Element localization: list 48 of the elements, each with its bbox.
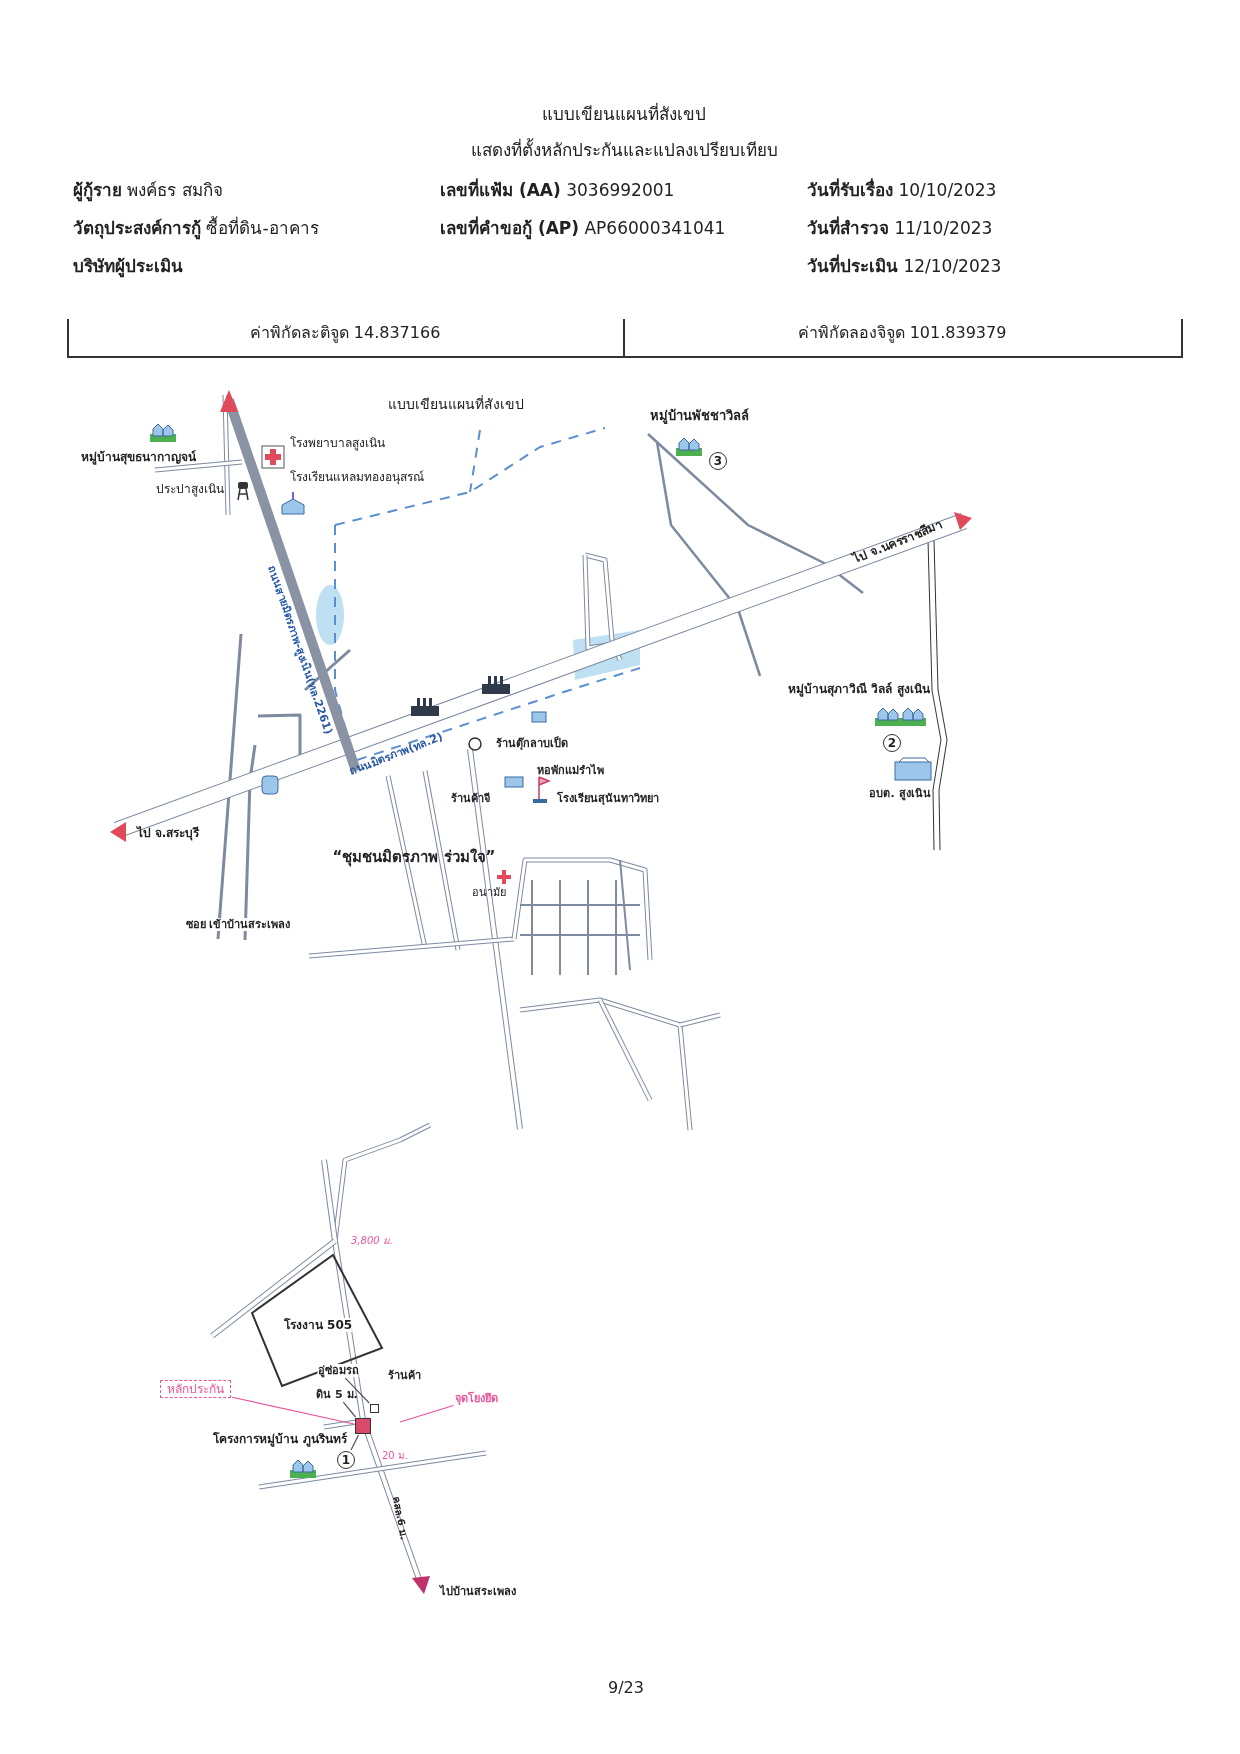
map-label: อู่ซ่อมรถ [317, 1364, 359, 1378]
field-text: เลขที่แฟ้ม (AA) 3036992001 [440, 180, 675, 201]
collateral-plot [355, 1418, 371, 1434]
callout-number: 1 [337, 1451, 355, 1469]
map-label: อนามัย [472, 886, 506, 900]
page-number: 9/23 [608, 1678, 644, 1698]
map-label: โรงเรียนแหลมทองอนุสรณ์ [290, 470, 424, 485]
garage-marker [370, 1404, 379, 1413]
leader-line [399, 1404, 455, 1423]
map-label: คสล.6 ม. [390, 1495, 410, 1541]
title: แบบเขียนแผนที่สังเขป [542, 104, 706, 125]
map-label: ดิน 5 ม. [316, 1388, 358, 1402]
leader-line [350, 1434, 360, 1451]
field-text: วันที่รับเรื่อง 10/10/2023 [807, 180, 997, 201]
coordinate-text: ค่าพิกัดละติจูด 14.837166 [249, 323, 441, 343]
map-label: ไปบ้านสระเพลง [440, 1585, 516, 1599]
map-label: โครงการหมู่บ้าน ภูนรินทร์ [213, 1432, 347, 1447]
map-label: โรงเรียนสุนันทาวิทยา [557, 792, 659, 806]
field-text: บริษัทผู้ประเมิน [73, 256, 183, 277]
map-label: อบต. สูงเนิน [869, 787, 931, 801]
field-text: วัตถุประสงค์การกู้ ซื้อที่ดิน-อาคาร [73, 218, 319, 239]
map-label: หมู่บ้านสุภาวิณี วิลล์ สูงเนิน [788, 682, 930, 697]
map-label: ร้านตุ๊กลาบเป็ด [496, 737, 568, 751]
field-text: ผู้กู้ราย พงค์ธร สมกิจ [73, 180, 223, 201]
map-label: จุดโยงยึด [454, 1392, 498, 1406]
leader-line [344, 1377, 370, 1404]
field-text: วันที่ประเมิน 12/10/2023 [807, 256, 1002, 277]
map-label: โรงพยาบาลสูงเนิน [290, 436, 385, 451]
map-label: ร้านค้า [387, 1369, 421, 1383]
field-text: เลขที่คำขอกู้ (AP) AP66000341041 [440, 218, 726, 239]
map-label: หมู่บ้านสุขธนากาญจน์ [80, 450, 196, 465]
map-label: “ชุมชนมิตรภาพ ร่วมใจ” [332, 848, 496, 866]
map-label: ร้านค้าจี [450, 792, 490, 806]
map-label: 20 ม. [381, 1450, 409, 1462]
map-label: 3,800 ม. [351, 1235, 393, 1247]
map-label: ไป จ.สระบุรี [136, 826, 200, 841]
leader-line [342, 1401, 357, 1418]
map-label: โรงงาน 505 [283, 1318, 353, 1333]
subtitle: แสดงที่ตั้งหลักประกันและแปลงเปรียบเทียบ [470, 140, 778, 161]
map-label: ประปาสูงเนิน [156, 482, 224, 497]
map-label: ซอย เข้าบ้านสระเพลง [183, 918, 293, 932]
map-label: หอพักแม่รำไพ [536, 764, 604, 778]
map-label: แบบเขียนแผนที่สังเขป [388, 396, 524, 413]
field-text: วันที่สำรวจ 11/10/2023 [807, 218, 993, 239]
map-label: หมู่บ้านพัชชาวิลล์ [649, 408, 749, 424]
leader-line [231, 1396, 355, 1425]
coordinate-text: ค่าพิกัดลองจิจูด 101.839379 [797, 323, 1007, 343]
callout-box: หลักประกัน [160, 1380, 231, 1399]
